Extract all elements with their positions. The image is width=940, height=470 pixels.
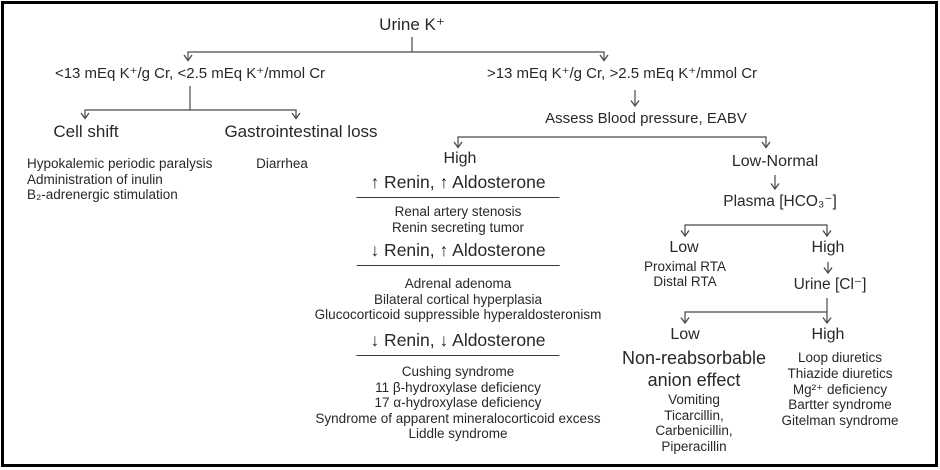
node-urine-k: Urine K⁺ <box>379 15 445 34</box>
renin-group-3: ↓ Renin, ↓ Aldosterone Cushing syndrome … <box>315 330 600 442</box>
list-item: Glucocorticoid suppressible hyperaldoste… <box>314 307 602 322</box>
renin-group-1-header: ↑ Renin, ↑ Aldosterone <box>356 172 560 198</box>
list-item: Distal RTA <box>653 274 717 289</box>
node-high-criteria: >13 mEq K⁺/g Cr, >2.5 mEq K⁺/mmol Cr <box>486 65 758 82</box>
renin-group-2-list: Adrenal adenoma Bilateral cortical hyper… <box>315 276 602 323</box>
cell-shift-list: Hypokalemic periodic paralysis Administr… <box>27 156 212 203</box>
list-item: B₂-adrenergic stimulation <box>27 187 178 202</box>
renin-group-2: ↓ Renin, ↑ Aldosterone Adrenal adenoma B… <box>315 240 602 323</box>
list-item: Ticarcillin, <box>664 407 724 423</box>
node-bp-high-label: High <box>443 150 477 167</box>
list-item: Gitelman syndrome <box>781 413 899 429</box>
cl-high-list: Loop diuretics Thiazide diuretics Mg²⁺ d… <box>781 350 898 429</box>
list-item: Adrenal adenoma <box>404 276 512 291</box>
list-item: Proximal RTA <box>643 259 727 274</box>
node-assess-bp: Assess Blood pressure, EABV <box>545 110 747 127</box>
list-item: Vomiting <box>668 392 720 407</box>
list-item: Hypokalemic periodic paralysis <box>27 156 213 171</box>
node-plasma-hco3: Plasma [HCO₃⁻] <box>723 193 837 210</box>
node-cell-shift-title: Cell shift <box>53 122 119 141</box>
list-item: Administration of inulin <box>27 171 163 187</box>
list-item: Syndrome of apparent mineralocorticoid e… <box>315 410 601 426</box>
node-low-criteria: <13 mEq K⁺/g Cr, <2.5 mEq K⁺/mmol Cr <box>54 65 326 82</box>
list-item: Thiazide diuretics <box>787 365 893 381</box>
list-item: Cushing syndrome <box>401 364 515 379</box>
list-item: Carbenicillin, <box>655 423 733 438</box>
connector-urine-split <box>187 37 605 53</box>
list-item: Bartter syndrome <box>788 397 892 413</box>
renin-group-2-header: ↓ Renin, ↑ Aldosterone <box>356 240 560 266</box>
node-cl-low-label: Low <box>670 326 700 343</box>
node-low-normal-label: Low-Normal <box>731 153 819 170</box>
renin-group-3-header: ↓ Renin, ↓ Aldosterone <box>356 330 560 356</box>
gi-loss-list: Diarrhea <box>256 156 308 172</box>
node-gi-loss-title: Gastrointestinal loss <box>224 122 378 141</box>
connector-cl-split <box>684 298 828 313</box>
renin-group-1-list: Renal artery stenosis Renin secreting tu… <box>356 204 559 235</box>
list-item: Piperacillin <box>661 438 727 454</box>
list-item: Loop diuretics <box>797 350 883 365</box>
list-item: 17 α-hydroxylase deficiency <box>374 395 542 410</box>
renin-group-1: ↑ Renin, ↑ Aldosterone Renal artery sten… <box>356 172 560 235</box>
list-item: Mg²⁺ deficiency <box>792 381 888 397</box>
node-non-reabsorbable-title: Non-reabsorbable anion effect <box>621 348 767 390</box>
node-hco3-low-label: Low <box>669 239 699 256</box>
list-item: Renal artery stenosis <box>394 204 522 219</box>
list-item: Bilateral cortical hyperplasia <box>373 291 543 307</box>
node-urine-cl: Urine [Cl⁻] <box>793 276 867 293</box>
node-hco3-high-label: High <box>811 239 845 256</box>
list-item: Diarrhea <box>256 156 308 171</box>
cl-low-list: Vomiting Ticarcillin, Carbenicillin, Pip… <box>655 392 732 454</box>
connector-low-split <box>84 86 297 111</box>
hco3-low-list: Proximal RTA Distal RTA <box>644 259 726 289</box>
list-item: Liddle syndrome <box>408 426 508 441</box>
list-item: Renin secreting tumor <box>391 219 525 235</box>
renin-group-3-list: Cushing syndrome 11 β-hydroxylase defici… <box>315 364 600 442</box>
node-cl-high-label: High <box>811 326 845 343</box>
list-item: 11 β-hydroxylase deficiency <box>375 379 541 395</box>
